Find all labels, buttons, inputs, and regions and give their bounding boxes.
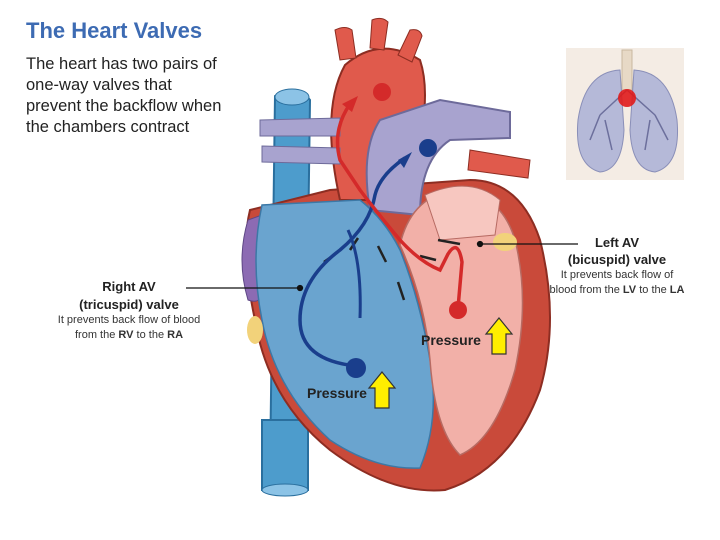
left-av-name: Left AV [594,235,640,250]
right-av-name: Right AV [102,279,156,294]
right-av-name-sub: (tricuspid) valve [79,297,179,312]
intro-line: The heart has two pairs of [26,55,217,73]
pressure-label-right-ventricle: Pressure [307,385,367,401]
oxygenated-flow-arrow [335,83,467,319]
left-av-desc: It prevents back flow of [560,269,674,281]
pressure-label-left-ventricle: Pressure [421,332,481,348]
intro-text: The heart has two pairs of one-way valve… [26,54,266,138]
right-av-desc-2: from the RV to the RA [74,329,184,341]
label-leader-lines [186,240,578,292]
left-av-desc-2: blood from the LV to the LA [549,284,685,296]
pulmonary-trunk [259,98,531,217]
right-av-valve-label: Right AV (tricuspid) valve It prevents b… [34,278,224,343]
right-av-desc: It prevents back flow of blood [57,314,201,326]
left-av-valve-label: Left AV (bicuspid) valve It prevents bac… [534,234,700,298]
lungs-icon [566,48,684,180]
pressure-arrow-icon [367,317,514,409]
left-av-name-sub: (bicuspid) valve [567,252,667,267]
intro-line: the chambers contract [26,118,190,136]
deoxygenated-flow-arrow [298,139,437,378]
intro-line: one-way valves that [26,76,172,94]
intro-line: prevent the backflow when [26,97,222,115]
page-title: The Heart Valves [26,18,203,43]
